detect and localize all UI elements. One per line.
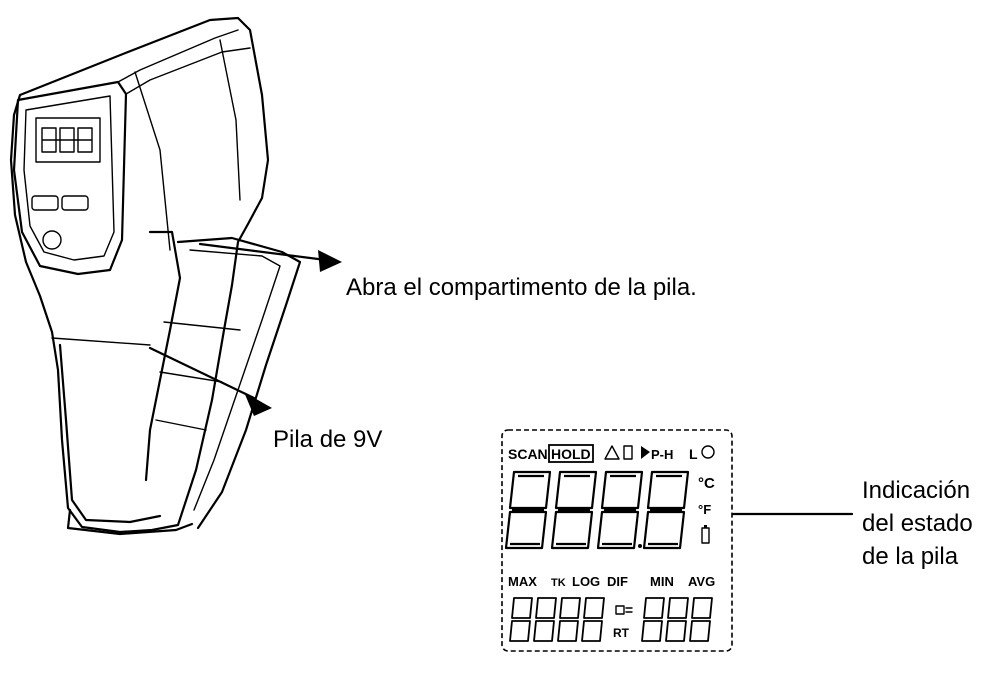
laser-warning-icon <box>604 445 620 460</box>
ir-thermometer-illustration <box>9 16 302 536</box>
callout-battery-status-line-2: del estado <box>862 510 973 537</box>
device-lcd-digits <box>41 127 93 153</box>
battery-door-ridge-3 <box>155 419 207 431</box>
handle-outline <box>58 343 162 524</box>
lcd-label-tk: TK <box>551 577 566 589</box>
lcd-sub-digits-left <box>509 597 605 642</box>
lcd-label-l: L <box>689 446 698 462</box>
main-digit-3 <box>596 470 644 550</box>
head-front-face <box>12 80 128 276</box>
lcd-label-dif: DIF <box>607 574 628 589</box>
lcd-lock-icon <box>623 445 633 460</box>
callout-open-compartment: Abra el compartimento de la pila. <box>346 274 697 301</box>
device-button-left <box>31 195 59 211</box>
speaker-icon <box>701 445 715 459</box>
lcd-label-max: MAX <box>508 574 537 589</box>
main-digit-1 <box>504 470 552 550</box>
battery-door-ridge-2 <box>159 371 223 383</box>
lcd-emissivity-icon <box>615 605 633 615</box>
battery-door-inner <box>189 249 281 511</box>
lcd-label-scan: SCAN <box>508 446 548 462</box>
device-button-right <box>61 195 89 211</box>
body-band-2 <box>219 39 241 201</box>
top-ridge-line <box>117 29 239 83</box>
lcd-hold-box <box>548 444 594 463</box>
lcd-main-digits <box>504 470 690 550</box>
lcd-unit-fahrenheit: °F <box>698 502 711 517</box>
arrow-open-compartment <box>198 242 342 272</box>
arrow-battery <box>148 346 272 416</box>
body-band <box>134 71 171 251</box>
callout-battery: Pila de 9V <box>273 426 383 453</box>
device-power-button <box>42 230 62 250</box>
lcd-label-rt: RT <box>613 626 630 640</box>
main-digit-2 <box>550 470 598 550</box>
device-lcd-window <box>35 117 101 163</box>
battery-door-outline <box>176 236 302 530</box>
lcd-sub-digits-right <box>641 597 713 642</box>
lcd-label-hold: HOLD <box>551 446 591 462</box>
trigger-outline <box>144 230 182 482</box>
handle-grip-line <box>51 337 151 346</box>
battery-door-ridge <box>163 321 241 331</box>
lcd-label-min: MIN <box>650 574 674 589</box>
lcd-display-panel: SCAN HOLD P-H L <box>501 429 733 652</box>
lcd-label-log: LOG <box>572 574 600 589</box>
callout-battery-status: Indicación del estado de la pila <box>862 474 973 573</box>
lcd-label-ph: P-H <box>651 447 673 462</box>
lcd-label-avg: AVG <box>688 574 715 589</box>
handle-base <box>66 508 194 536</box>
head-inner-edge <box>23 95 115 261</box>
thermometer-body-outline <box>9 16 270 534</box>
lcd-battery-terminal <box>704 525 707 528</box>
main-digit-4 <box>642 470 690 550</box>
callout-battery-status-line-3: de la pila <box>862 543 959 570</box>
play-icon <box>641 446 650 459</box>
callout-battery-status-line-1: Indicación <box>862 477 971 504</box>
top-ridge-line-2 <box>125 47 251 95</box>
lcd-unit-celsius: °C <box>698 475 715 492</box>
